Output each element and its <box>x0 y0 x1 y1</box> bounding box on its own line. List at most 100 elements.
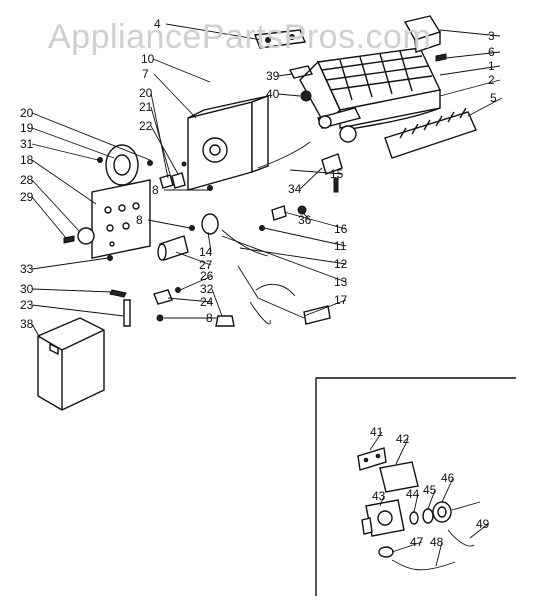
part-26-screw <box>175 287 181 293</box>
leader-line <box>31 323 41 339</box>
part-39-clip <box>288 65 314 79</box>
part-2-heater <box>344 107 441 131</box>
leader-line <box>239 247 347 265</box>
part-number-label: 2 <box>488 73 495 87</box>
part-number-label: 8 <box>206 311 213 325</box>
part-23-rod <box>123 299 131 327</box>
part-44-washer <box>409 511 419 525</box>
part-16-clip <box>271 205 287 221</box>
part-number-label: 22 <box>139 119 153 133</box>
part-46-coupling <box>432 501 481 523</box>
part-number-label: 21 <box>139 100 153 114</box>
leader-line <box>277 93 301 97</box>
part-3-bracket <box>403 15 442 53</box>
part-number-label: 3 <box>488 29 495 43</box>
leader-line <box>31 288 113 293</box>
part-number-label: 18 <box>20 153 34 167</box>
leader-line <box>299 167 323 190</box>
part-40-fastener <box>300 90 312 102</box>
part-42-valve-body <box>379 461 419 493</box>
leader-line <box>31 179 81 233</box>
leader-line <box>427 489 436 510</box>
leader-line <box>439 79 501 97</box>
leader-line <box>441 477 454 503</box>
leader-line <box>31 257 109 270</box>
part-number-label: 24 <box>200 295 214 309</box>
part-24-clip <box>153 289 173 305</box>
part-number-label: 34 <box>288 182 302 196</box>
part-11-screw <box>259 225 265 231</box>
leader-line <box>395 438 409 465</box>
part-number-label: 19 <box>20 121 34 135</box>
part-number-label: 38 <box>20 317 34 331</box>
leader-line <box>167 297 213 303</box>
part-number-label: 8 <box>152 183 159 197</box>
leader-line <box>221 235 347 283</box>
leader-line <box>207 231 212 253</box>
part-number-label: 7 <box>142 67 149 81</box>
part-number-label: 20 <box>139 86 153 100</box>
part-48-tube <box>391 559 456 571</box>
part-38-cover <box>37 317 105 411</box>
part-19-motor <box>105 144 139 186</box>
leader-line <box>379 495 385 507</box>
leader-line <box>31 112 151 161</box>
leader-line <box>301 211 311 221</box>
leader-line <box>263 227 347 247</box>
part-22-switch-arm <box>171 172 186 189</box>
part-number-label: 40 <box>266 87 280 101</box>
leader-line <box>165 23 263 41</box>
part-number-label: 28 <box>20 173 34 187</box>
part-number-label: 13 <box>334 275 348 289</box>
part-number-label: 31 <box>20 137 34 151</box>
part-number-label: 49 <box>476 517 490 531</box>
ice-mold <box>299 47 442 129</box>
part-43-valve <box>361 499 405 537</box>
part-number-label: 8 <box>136 213 143 227</box>
leader-line <box>31 196 67 239</box>
part-8-screw-a <box>189 225 195 231</box>
part-number-label: 45 <box>423 483 437 497</box>
leader-line <box>147 219 191 229</box>
leader-line <box>150 106 171 175</box>
part-number-label: 27 <box>199 258 213 272</box>
watermark: AppliancePartsPros.com <box>48 18 432 56</box>
leader-line <box>445 51 501 59</box>
part-number-label: 44 <box>406 487 420 501</box>
part-7-housing <box>187 94 269 191</box>
part-17-harness <box>237 265 331 325</box>
part-number-label: 42 <box>396 432 410 446</box>
leader-line <box>31 304 125 317</box>
part-15-wire <box>257 141 311 169</box>
inset-frame <box>315 377 516 596</box>
part-number-label: 5 <box>490 91 497 105</box>
part-number-label: 39 <box>266 69 280 83</box>
leader-line <box>467 97 503 117</box>
part-12-wire <box>221 229 269 257</box>
leader-line <box>31 143 99 161</box>
leader-line <box>289 169 343 175</box>
part-29-screw <box>63 235 75 244</box>
leader-line <box>369 431 383 451</box>
part-number-label: 29 <box>20 190 34 204</box>
part-number-label: 20 <box>20 106 34 120</box>
part-number-label: 41 <box>370 425 384 439</box>
leader-line <box>150 125 179 175</box>
part-27-coupling <box>157 235 189 261</box>
part-14-cam <box>201 213 219 235</box>
part-number-label: 33 <box>20 262 34 276</box>
part-49-wire <box>447 529 475 547</box>
part-number-label: 6 <box>488 45 495 59</box>
part-33-screw <box>107 255 113 261</box>
leader-line <box>175 251 212 266</box>
part-30-spring <box>109 289 127 298</box>
part-number-label: 46 <box>441 471 455 485</box>
part-number-label: 4 <box>154 17 161 31</box>
leader-line <box>469 523 489 539</box>
part-number-label: 1 <box>488 59 495 73</box>
part-34-bracket <box>321 153 343 175</box>
part-number-label: 47 <box>410 535 424 549</box>
leader-line <box>31 159 97 205</box>
